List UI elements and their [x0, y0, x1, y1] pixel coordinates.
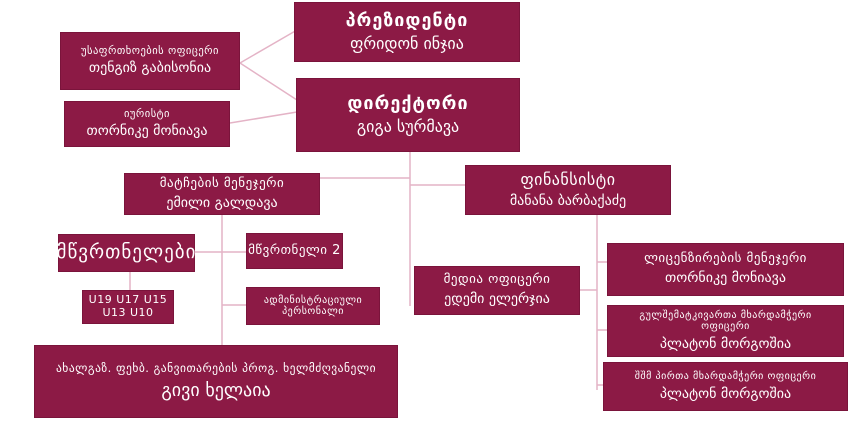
box-financier: ფინანსისტი მანანა ბარბაქაძე	[465, 165, 671, 215]
box-admin-staff: ადმინისტრაციული პერსონალი	[246, 287, 380, 325]
box-president: პრეზიდენტი ფრიდონ ინჯია	[294, 2, 520, 62]
connector-lawyer-director	[229, 111, 298, 124]
supporters-officer-title-line1: გულშემატკივართა მხარდამჭერი	[639, 309, 812, 321]
director-title: დირექტორი	[347, 92, 469, 114]
match-manager-title: მატჩების მენეჯერი	[159, 175, 285, 191]
youth-head-title: ახალგაზ. ფეხბ. განვითარების პროგ. ხელმძღ…	[55, 360, 377, 375]
age-groups-line1: U19 U17 U15	[88, 293, 168, 307]
box-youth-head: ახალგაზ. ფეხბ. განვითარების პროგ. ხელმძღ…	[34, 345, 398, 418]
lawyer-name: თორნიკე მონიავა	[86, 123, 208, 140]
connector-safety-president	[239, 29, 298, 64]
coach2-title: მწვრთნელი 2	[248, 242, 341, 258]
connector-safety-director	[239, 62, 298, 101]
admin-staff-line2: პერსონალი	[282, 306, 344, 317]
safety-officer-title: უსაფრთხოების ოფიცერი	[81, 45, 219, 58]
box-coaches: მწვრთნელები	[56, 234, 197, 272]
box-coach2: მწვრთნელი 2	[246, 233, 343, 269]
box-media-officer: მედია ოფიცერი ედემი ელერჯია	[414, 266, 580, 315]
supporters-officer-name: პლატონ მორგოშია	[659, 335, 792, 352]
admin-staff-line1: ადმინისტრაციული	[263, 294, 363, 306]
safety-officer-name: თენგიზ გაბისონია	[88, 60, 212, 77]
youth-head-name: გივი ხელაია	[161, 379, 271, 401]
financier-title: ფინანსისტი	[520, 170, 616, 190]
box-supporters-officer: გულშემატკივართა მხარდამჭერი ოფიცერი პლატ…	[607, 305, 844, 357]
box-safety-officer: უსაფრთხოების ოფიცერი თენგიზ გაბისონია	[60, 32, 240, 90]
media-officer-title: მედია ოფიცერი	[443, 272, 551, 288]
supporters-officer-title-line2: ოფიცერი	[701, 321, 750, 333]
president-title: პრეზიდენტი	[345, 9, 469, 31]
director-name: გიგა სურმავა	[356, 116, 460, 136]
match-manager-name: ემილი გალდავა	[166, 194, 278, 211]
box-disabled-officer: შშმ პირთა მხარდამჭერი ოფიცერი პლატონ მორ…	[603, 362, 848, 411]
financier-name: მანანა ბარბაქაძე	[509, 192, 627, 209]
box-director: დირექტორი გიგა სურმავა	[296, 78, 520, 152]
box-lawyer: იურისტი თორნიკე მონიავა	[64, 101, 230, 147]
disabled-officer-title: შშმ პირთა მხარდამჭერი ოფიცერი	[634, 371, 817, 383]
media-officer-name: ედემი ელერჯია	[444, 291, 550, 308]
box-age-groups: U19 U17 U15 U13 U10	[82, 290, 174, 324]
licensing-manager-name: თორნიკე მონიავა	[665, 270, 786, 287]
lawyer-title: იურისტი	[123, 108, 170, 121]
box-match-manager: მატჩების მენეჯერი ემილი გალდავა	[124, 173, 320, 215]
disabled-officer-name: პლატონ მორგოშია	[659, 385, 792, 402]
box-licensing-manager: ლიცენზირების მენეჯერი თორნიკე მონიავა	[607, 243, 844, 296]
licensing-manager-title: ლიცენზირების მენეჯერი	[644, 251, 807, 267]
coaches-title: მწვრთნელები	[56, 241, 197, 264]
age-groups-line2: U13 U10	[102, 306, 154, 319]
president-name: ფრიდონ ინჯია	[350, 33, 464, 53]
